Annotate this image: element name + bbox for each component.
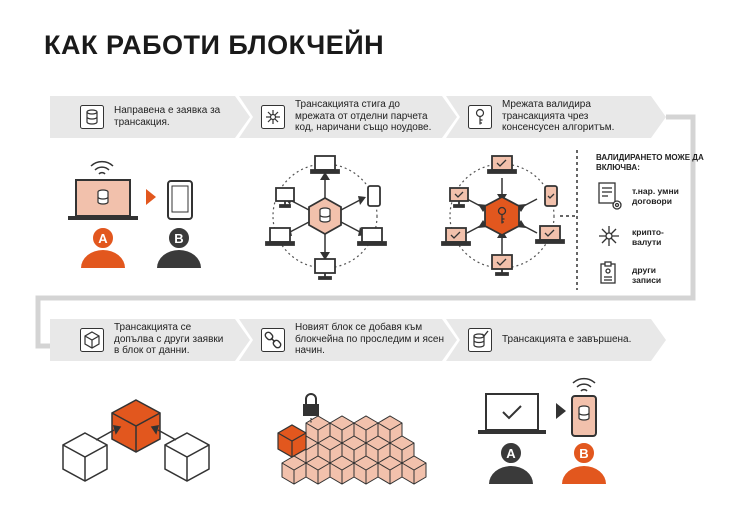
laptop-check-icon: [478, 393, 546, 434]
person-a-avatar: [81, 226, 125, 268]
validation-item-cryptocurrencies: крипто-валути: [632, 227, 664, 247]
phone-database-icon: [571, 395, 597, 437]
step-3-text: Мрежата валидира трансакцията чрез консе…: [502, 99, 615, 133]
validation-item-smart-contracts: т.нар. умни договори: [632, 186, 679, 206]
new-block: [277, 424, 307, 458]
person-b-label: B: [579, 446, 588, 461]
step-6-text: Трансакцията е завършена.: [502, 334, 632, 345]
network-icon: [261, 105, 285, 129]
page-title: КАК РАБОТИ БЛОКЧЕЙН: [44, 30, 385, 60]
database-icon: [80, 105, 104, 129]
step-6-banner: Трансакцията е завършена.: [446, 319, 666, 361]
phone-icon: [167, 180, 193, 220]
crypto-network-icon: [599, 226, 619, 246]
person-a-label: A: [98, 231, 108, 246]
person-a-label: A: [506, 446, 516, 461]
validation-item-other-records: други записи: [632, 265, 662, 285]
central-validation-node: [484, 195, 520, 237]
step-5-banner: Новият блок се добавя към блокчейна по п…: [239, 319, 457, 361]
step-3-banner: Мрежата валидира трансакцията чрез консе…: [446, 96, 666, 138]
lock-icon: [303, 393, 319, 416]
smart-contract-icon: [598, 182, 622, 210]
person-a-avatar: [489, 441, 533, 484]
person-b-avatar: [157, 226, 201, 268]
step-1-text: Направена е заявка за трансакция.: [114, 105, 221, 128]
clipboard-icon: [600, 261, 616, 284]
arrow-right-icon: [146, 189, 156, 205]
cube-icon: [80, 328, 104, 352]
right-cube: [164, 432, 210, 482]
network-node-computers: [265, 155, 387, 280]
step-1-banner: Направена е заявка за трансакция.: [50, 96, 250, 138]
chain-link-icon: [261, 328, 285, 352]
check-marks: [450, 159, 555, 266]
center-block-cube: [111, 399, 161, 453]
wifi-icon: [90, 160, 114, 175]
database-check-icon: [468, 328, 492, 352]
left-cube: [62, 432, 108, 482]
step-5-text: Новият блок се добавя към блокчейна по п…: [295, 322, 445, 356]
validation-heading: ВАЛИДИРАНЕТО МОЖЕ ДА ВКЛЮЧВА:: [596, 153, 704, 172]
laptop-icon: [68, 179, 138, 220]
key-icon: [468, 105, 492, 129]
central-database-node: [308, 196, 342, 236]
person-b-label: B: [174, 231, 183, 246]
wifi-icon: [572, 377, 596, 392]
validated-node-computers: [441, 155, 565, 276]
step-2-banner: Трансакцията стига до мрежата от отделни…: [239, 96, 457, 138]
person-b-avatar: [562, 441, 606, 484]
step-4-text: Трансакцията се допълва с други заявки в…: [114, 322, 224, 356]
step-2-text: Трансакцията стига до мрежата от отделни…: [295, 99, 432, 133]
step-4-banner: Трансакцията се допълва с други заявки в…: [50, 319, 250, 361]
arrow-right-icon: [556, 403, 566, 419]
